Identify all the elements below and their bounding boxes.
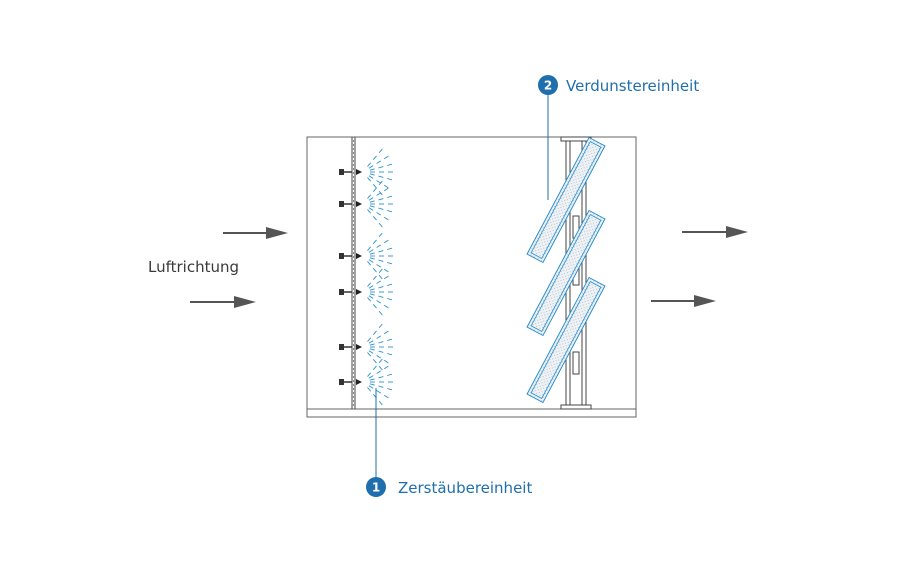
callout-2-badge: 2 — [538, 75, 558, 95]
spray-nozzle — [339, 268, 393, 316]
svg-text:2: 2 — [544, 79, 552, 93]
nozzle-rack — [351, 137, 356, 409]
spray-nozzle — [339, 232, 393, 280]
spray-cone — [367, 148, 393, 196]
spray-cone — [367, 323, 393, 371]
callout-1-badge: 1 — [366, 477, 386, 497]
airflow-arrows-in — [190, 227, 288, 308]
spray-nozzle — [339, 148, 393, 196]
airflow-arrows-out — [651, 226, 748, 307]
svg-text:1: 1 — [372, 481, 380, 495]
spray-nozzle — [339, 358, 393, 406]
airflow-label: Luftrichtung — [148, 258, 239, 276]
spray-cone — [367, 180, 393, 228]
spray-cone — [367, 358, 393, 406]
callout-2-label: Verdunstereinheit — [566, 77, 699, 95]
spray-nozzle — [339, 323, 393, 371]
spray-cone — [367, 232, 393, 280]
spray-nozzle — [339, 180, 393, 228]
evaporator-pads — [526, 136, 606, 404]
callout-1-label: Zerstäubereinheit — [398, 479, 532, 497]
spray-nozzles — [339, 148, 393, 406]
spray-cone — [367, 268, 393, 316]
